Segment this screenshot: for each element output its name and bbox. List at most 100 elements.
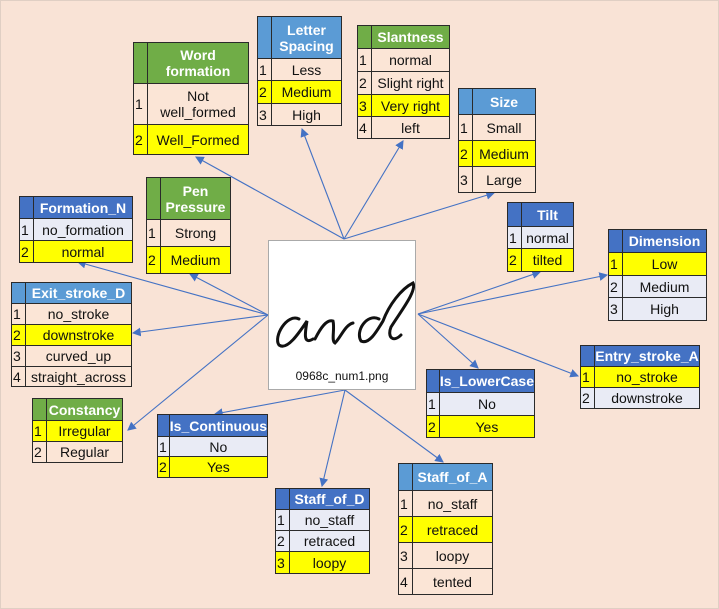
row-index: 1 xyxy=(426,392,440,416)
row-value: Medium xyxy=(160,246,231,274)
arrow-to-pen-pressure xyxy=(189,273,269,316)
row-index: 1 xyxy=(398,490,413,517)
table-header: Tilt xyxy=(507,202,574,227)
row-index: 4 xyxy=(357,116,372,139)
arrow-to-staff-of-d xyxy=(319,389,346,488)
row-value: High xyxy=(271,103,342,126)
row-value: No xyxy=(168,436,269,457)
row-value: Small xyxy=(472,114,536,141)
row-index: 2 xyxy=(357,71,372,95)
row-value: loopy xyxy=(289,551,370,574)
row-index: 1 xyxy=(458,114,473,141)
row-index: 2 xyxy=(157,456,170,478)
index-header-cell xyxy=(580,345,595,367)
letter-spacing-title: Letter Spacing xyxy=(271,16,342,59)
row-value: retraced xyxy=(412,516,493,543)
index-header-cell xyxy=(11,282,26,304)
row-value: Not well_formed xyxy=(147,83,249,125)
row-index: 2 xyxy=(257,80,272,104)
row-value: Well_Formed xyxy=(147,124,249,155)
arrow-to-letter-spacing xyxy=(300,127,345,240)
row-value: Medium xyxy=(271,80,342,104)
arrow-to-tilt xyxy=(417,270,542,315)
row-value: Regular xyxy=(46,441,123,463)
is-continuous-title: Is_Continuous xyxy=(168,414,269,437)
table-header: Is_Continuous xyxy=(157,414,269,437)
slantness-title: Slantness xyxy=(371,25,450,49)
row-value: normal xyxy=(33,240,133,263)
row-value: Medium xyxy=(472,140,536,167)
row-value: Slight right xyxy=(371,71,450,95)
row-index: 4 xyxy=(11,366,26,387)
index-header-cell xyxy=(157,414,170,437)
arrow-to-entry-stroke-a xyxy=(417,313,580,378)
image-caption: 0968c_num1.png xyxy=(295,369,389,383)
row-value: Large xyxy=(472,166,536,193)
index-header-cell xyxy=(398,463,413,491)
row-value: downstroke xyxy=(594,387,700,409)
row-value: tilted xyxy=(521,248,574,272)
row-index: 2 xyxy=(133,124,148,155)
table-header: Constancy xyxy=(32,398,123,421)
row-index: 1 xyxy=(146,219,161,247)
row-index: 3 xyxy=(11,345,26,367)
arrow-to-size xyxy=(343,191,496,240)
row-value: Irregular xyxy=(46,420,123,442)
row-index: 1 xyxy=(157,436,170,457)
row-index: 2 xyxy=(32,441,47,463)
row-index: 2 xyxy=(398,516,413,543)
arrow-to-formation-n xyxy=(76,259,269,316)
table-header: Exit_stroke_D xyxy=(11,282,132,304)
is-lowercase-title: Is_LowerCase xyxy=(438,369,536,393)
row-index: 2 xyxy=(11,324,26,346)
table-header: Pen Pressure xyxy=(146,177,231,220)
row-value: Medium xyxy=(622,275,707,298)
table-header: Size xyxy=(458,88,536,115)
row-index: 2 xyxy=(19,240,34,263)
arrow-to-staff-of-a xyxy=(344,389,444,463)
row-index: 3 xyxy=(357,94,372,117)
row-index: 2 xyxy=(426,415,440,438)
row-value: Yes xyxy=(168,456,269,478)
row-index: 1 xyxy=(357,48,372,72)
row-index: 3 xyxy=(398,542,413,569)
table-header: Is_LowerCase xyxy=(426,369,536,393)
index-header-cell xyxy=(507,202,522,227)
index-header-cell xyxy=(257,16,272,59)
row-value: No xyxy=(438,392,536,416)
row-index: 4 xyxy=(398,568,413,595)
row-index: 2 xyxy=(608,275,623,298)
handwriting-and-image xyxy=(276,280,416,348)
row-index: 3 xyxy=(275,551,290,574)
row-value: normal xyxy=(521,226,574,249)
table-header: Slantness xyxy=(357,25,450,49)
table-header: Staff_of_D xyxy=(275,488,370,510)
size-title: Size xyxy=(472,88,536,115)
dimension-title: Dimension xyxy=(622,229,707,253)
